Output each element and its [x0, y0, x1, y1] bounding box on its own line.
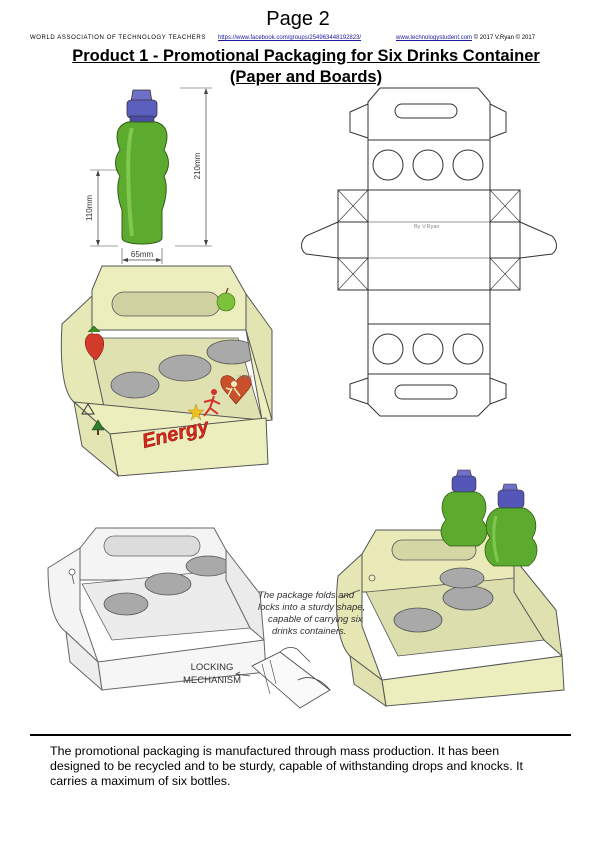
dimension-height-label: 210mm [193, 152, 202, 179]
lock-callout: LOCKING MECHANISM [183, 662, 241, 686]
lock-callout-line2: MECHANISM [183, 675, 241, 686]
dimension-width-label: 65mm [131, 250, 154, 259]
dimension-body-label: 110mm [85, 195, 94, 221]
net-credit: By V.Ryan [414, 224, 439, 230]
header-organisation: WORLD ASSOCIATION OF TECHNOLOGY TEACHERS [30, 35, 206, 41]
description-paragraph: The promotional packaging is manufacture… [50, 744, 523, 788]
header-copyright: www.technologystudent.com © 2017 V.Ryan … [396, 34, 535, 42]
fold-callout-line1: The package folds and [258, 590, 355, 601]
document-title-line1: Product 1 - Promotional Packaging for Si… [72, 47, 540, 65]
finished-box-coloured: Energy V.Ryan [60, 265, 273, 478]
bottle-drawing: 210mm 110mm 65mm [85, 87, 212, 264]
lock-callout-line1: LOCKING [191, 662, 234, 673]
finished-box-with-bottles [336, 469, 565, 708]
packaging-net [301, 87, 557, 417]
section-divider [30, 734, 571, 736]
document-title: Product 1 - Promotional Packaging for Si… [0, 46, 596, 88]
locking-mechanism-detail [235, 647, 331, 709]
box-credit: V.Ryan [238, 374, 253, 379]
header-site-link[interactable]: www.technologystudent.com [396, 35, 473, 41]
header-facebook-link[interactable]: https://www.facebook.com/groups/25496344… [218, 35, 362, 41]
fold-callout-line3: capable of carrying six [268, 614, 364, 625]
finished-box-white [47, 527, 267, 692]
fold-callout: The package folds and locks into a sturd… [258, 589, 365, 637]
document-title-line2: (Paper and Boards) [229, 68, 383, 86]
page-title: Page 2 [266, 8, 330, 30]
fold-callout-line4: drinks containers. [272, 626, 346, 637]
fold-callout-line2: locks into a sturdy shape, [258, 602, 365, 613]
header-copyright-text: © 2017 V.Ryan © 2017 [472, 35, 536, 41]
